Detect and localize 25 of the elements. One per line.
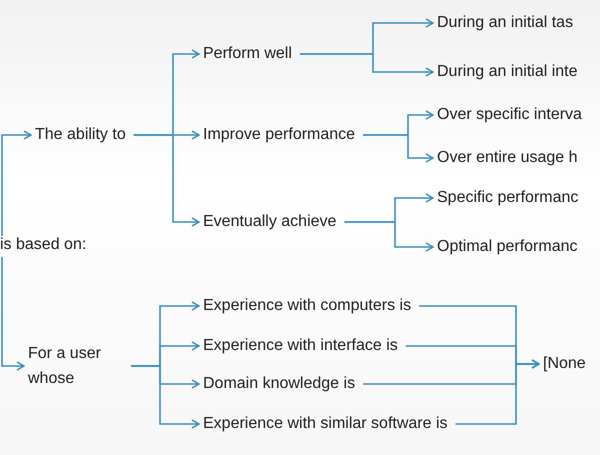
- node-label: During an initial tas: [437, 13, 574, 33]
- arrow: [300, 53, 434, 77]
- node-label: Over entire usage h: [437, 148, 578, 168]
- arrow: [131, 365, 200, 429]
- node-label: Experience with computers is: [203, 296, 412, 316]
- node-label: is based on:: [0, 235, 86, 255]
- node-label: Domain knowledge is: [203, 374, 356, 394]
- arrow: [1, 130, 32, 236]
- arrow: [1, 257, 25, 371]
- node-label: The ability to: [35, 125, 126, 145]
- node-label: Specific performanc: [437, 188, 578, 208]
- node-label: Improve performance: [203, 125, 356, 145]
- arrow: [456, 359, 540, 425]
- arrow: [134, 134, 200, 227]
- node-label: Over specific interva: [437, 105, 582, 125]
- node-label: Optimal performanc: [437, 237, 578, 257]
- node-label: For a user whose: [28, 341, 123, 391]
- node-label: Eventually achieve: [203, 212, 336, 232]
- node-label: Experience with interface is: [203, 336, 398, 356]
- node-label: Perform well: [203, 44, 292, 64]
- arrow: [344, 221, 434, 252]
- arrow: [363, 134, 434, 163]
- node-label: Experience with similar software is: [203, 414, 448, 434]
- node-label: [None: [543, 354, 586, 374]
- node-label: During an initial inte: [437, 62, 578, 82]
